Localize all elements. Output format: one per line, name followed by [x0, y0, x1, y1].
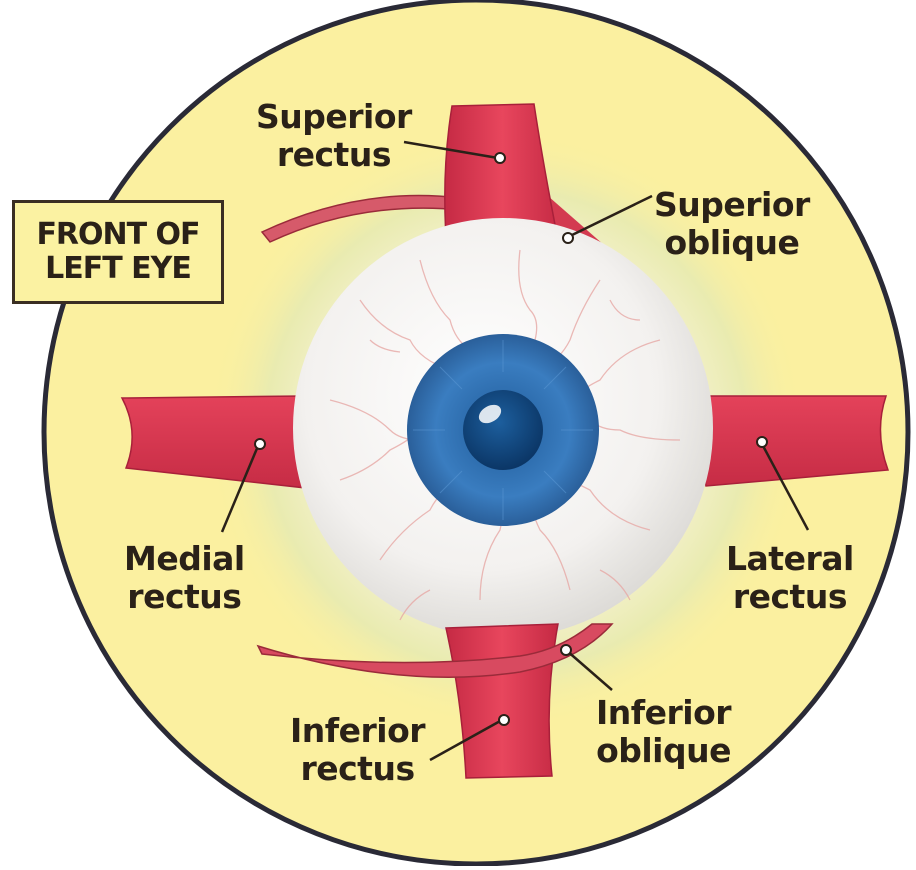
inferior-oblique-label: Inferior oblique: [596, 694, 731, 770]
pupil: [463, 390, 543, 470]
lateral-rectus-muscle: [701, 396, 888, 486]
superior-rectus-label: Superior rectus: [256, 98, 412, 174]
left-eye-line: LEFT EYE: [45, 252, 191, 286]
superior-oblique-label: Superior oblique: [654, 186, 810, 262]
lateral-rectus-label: Lateral rectus: [726, 540, 854, 616]
front-of-left-eye-box: FRONT OF LEFT EYE: [12, 200, 224, 304]
medial-rectus-label: Medial rectus: [124, 540, 245, 616]
front-of-line: FRONT OF: [36, 218, 199, 252]
inferior-rectus-label: Inferior rectus: [290, 712, 425, 788]
